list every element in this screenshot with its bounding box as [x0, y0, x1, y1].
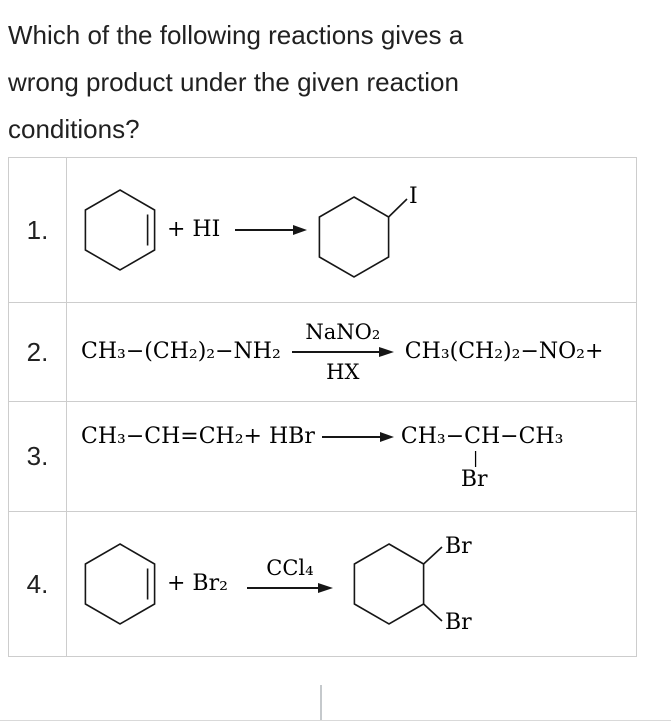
bromine-label-top: Br: [445, 534, 472, 559]
product-formula: CH₃(CH₂)₂−NO₂+: [404, 339, 604, 364]
dibromocyclohexane-structure: Br Br: [353, 534, 472, 635]
option-row-4[interactable]: 4. + Br₂ CCl₄ Br Br: [9, 512, 636, 656]
product-formula: CH₃−CH−CH₃: [400, 424, 564, 449]
arrow-top-label: NaNO₂: [305, 320, 381, 344]
reaction-arrow-icon: [291, 347, 394, 357]
arrow-top-label: CCl₄: [266, 556, 314, 580]
cyclohexene-structure: [84, 543, 156, 625]
labeled-arrow: NaNO₂ HX: [285, 319, 401, 385]
option-number: 4.: [9, 512, 67, 656]
question-text: Which of the following reactions gives a…: [0, 0, 671, 153]
iodine-label: I: [409, 184, 418, 209]
iodocyclohexane-structure: I: [318, 184, 418, 278]
reagent-formula: + HI: [167, 217, 221, 242]
cyclohexene-structure: [84, 189, 156, 271]
reactant-formula: CH₃−(CH₂)₂−NH₂: [81, 339, 281, 364]
option-row-3[interactable]: 3. CH₃−CH=CH₂+ HBr CH₃−CH−CH₃ | Br: [9, 402, 636, 512]
bond-line: |: [472, 448, 479, 467]
bromine-label-bottom: Br: [445, 610, 472, 635]
option-row-1[interactable]: 1. + HI I: [9, 158, 636, 303]
question-line-2: wrong product under the given reaction: [8, 67, 459, 97]
bromine-label: Br: [460, 467, 488, 492]
question-line-1: Which of the following reactions gives a: [8, 20, 464, 50]
option-number: 2.: [9, 303, 67, 401]
question-line-3: conditions?: [8, 114, 140, 144]
option-number: 1.: [9, 158, 67, 302]
labeled-arrow: CCl₄: [240, 555, 340, 595]
reaction-arrow-icon: [321, 432, 394, 442]
footer-divider: [320, 685, 322, 721]
reaction-arrow-icon: [235, 225, 308, 235]
option-row-2[interactable]: 2. CH₃−(CH₂)₂−NH₂ NaNO₂ HX CH₃(CH₂)₂−NO₂…: [9, 303, 636, 402]
options-table: 1. + HI I 2. CH₃−(CH₂)₂−NH₂ NaNO₂: [8, 157, 637, 657]
reaction-arrow-icon: [246, 583, 333, 593]
product-structure: CH₃−CH−CH₃ | Br: [401, 422, 564, 493]
arrow-bottom-label: HX: [326, 360, 360, 384]
option-number: 3.: [9, 402, 67, 511]
reagent-formula: + Br₂: [167, 571, 228, 596]
reactant-formula: CH₃−CH=CH₂+ HBr: [81, 424, 315, 449]
